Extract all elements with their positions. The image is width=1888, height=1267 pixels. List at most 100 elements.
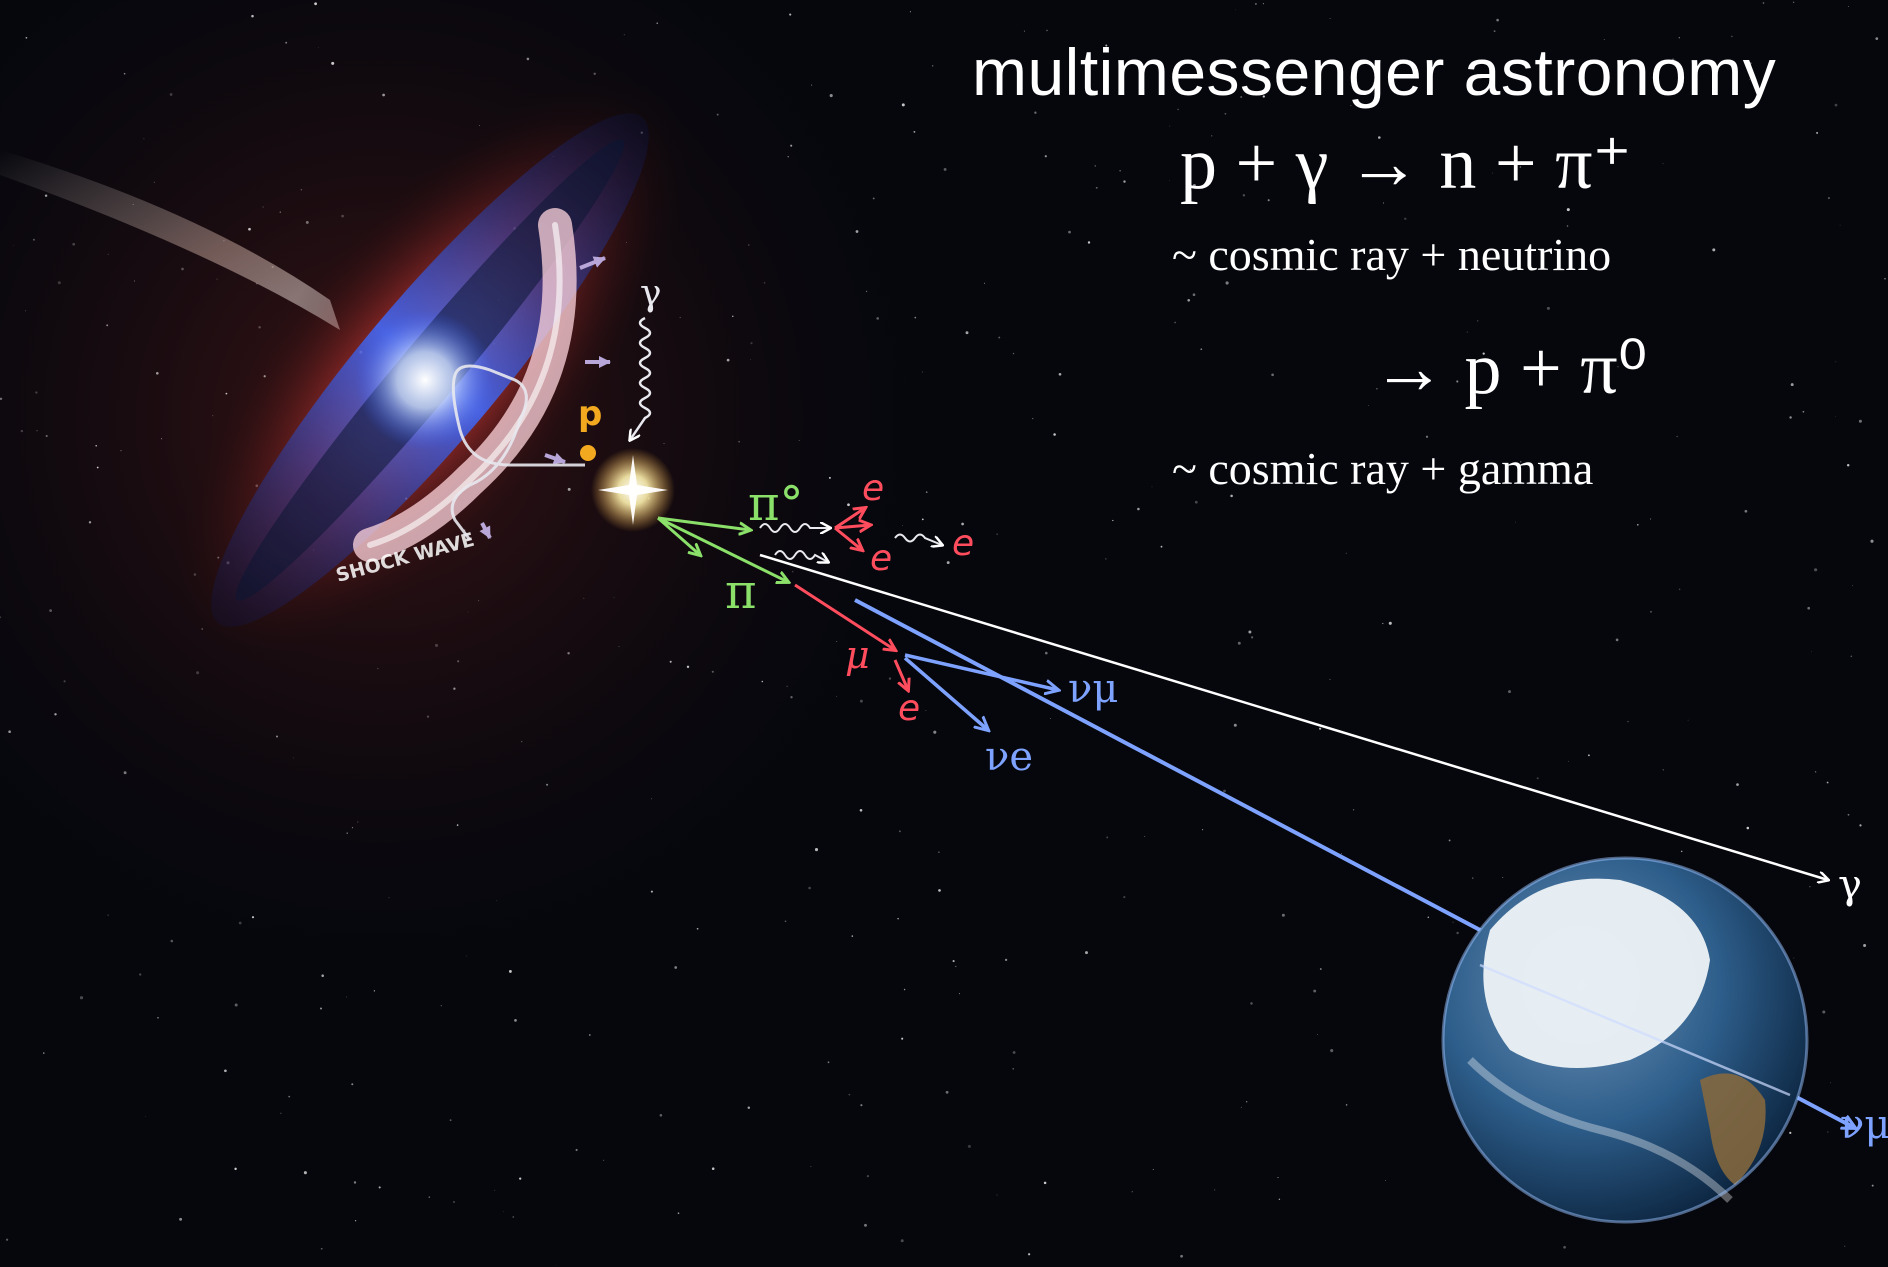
star: [747, 1106, 751, 1110]
star: [925, 491, 928, 493]
star: [1744, 509, 1748, 513]
star: [1847, 6, 1849, 7]
star: [521, 741, 523, 743]
star: [434, 643, 439, 647]
star: [1012, 352, 1015, 355]
star: [847, 503, 850, 507]
shock-arrow: [579, 256, 606, 270]
star: [876, 317, 880, 320]
star: [679, 316, 681, 319]
star: [1508, 690, 1511, 694]
star: [1514, 521, 1516, 523]
star: [1809, 886, 1811, 888]
star: [763, 281, 766, 284]
star: [1793, 957, 1795, 959]
star: [377, 667, 379, 670]
star: [1427, 916, 1430, 919]
star: [1875, 37, 1879, 40]
star: [711, 1167, 715, 1170]
star: [123, 771, 127, 775]
star: [761, 680, 764, 683]
star: [567, 652, 570, 655]
star: [133, 280, 135, 282]
star: [503, 1211, 504, 1213]
nu-mu-earth-label: νμ: [1840, 1102, 1888, 1148]
star: [258, 326, 261, 329]
star: [901, 103, 905, 107]
shock-arrow: [544, 452, 566, 465]
reaction-2: → p + π⁰: [1372, 328, 1648, 410]
star: [467, 611, 469, 613]
star: [314, 2, 317, 6]
star: [955, 965, 957, 968]
star: [1425, 435, 1429, 438]
star: [1313, 989, 1317, 993]
star: [1068, 230, 1071, 234]
star: [1105, 558, 1107, 560]
black-hole-core: [355, 310, 495, 450]
star: [96, 466, 99, 469]
south-america: [1700, 1073, 1766, 1185]
star: [320, 1247, 323, 1250]
star: [958, 993, 960, 995]
note-2: ~ cosmic ray + gamma: [1172, 443, 1594, 494]
star: [900, 1239, 904, 1243]
star: [1834, 103, 1838, 107]
star: [57, 281, 61, 285]
star: [357, 821, 359, 823]
star: [88, 521, 92, 524]
star: [836, 695, 837, 697]
star: [848, 1093, 851, 1096]
star: [378, 1186, 381, 1189]
star: [903, 988, 906, 991]
star: [519, 1177, 522, 1180]
star: [938, 851, 940, 853]
star: [145, 1115, 147, 1117]
star: [1240, 1106, 1242, 1108]
star: [1472, 877, 1474, 879]
star: [285, 41, 288, 44]
star: [1319, 968, 1322, 970]
star: [1012, 1051, 1016, 1054]
star: [1044, 155, 1047, 158]
star: [945, 1090, 949, 1094]
star: [1262, 3, 1264, 5]
star: [1568, 760, 1569, 762]
pi-plus-arrow: [657, 516, 788, 582]
star: [790, 144, 793, 147]
star: [967, 1144, 971, 1148]
star: [1277, 1176, 1279, 1179]
star: [1224, 112, 1227, 115]
star: [44, 194, 48, 197]
star: [1251, 636, 1254, 639]
star: [901, 1037, 904, 1040]
star: [1377, 136, 1381, 139]
decay-photon: [759, 524, 830, 532]
star: [1448, 839, 1451, 842]
star: [1180, 1254, 1183, 1258]
star: [300, 189, 303, 191]
star: [276, 735, 278, 738]
star: [897, 918, 899, 920]
star: [866, 290, 868, 292]
star: [79, 996, 84, 1000]
star: [922, 371, 923, 373]
star: [428, 1196, 431, 1198]
star: [961, 522, 964, 526]
star: [1736, 783, 1739, 786]
star: [1214, 1189, 1216, 1191]
electron-label-2: e: [870, 538, 892, 579]
star: [1223, 789, 1226, 793]
star: [618, 646, 620, 647]
star: [1566, 225, 1569, 227]
star: [914, 316, 917, 319]
star: [1160, 545, 1163, 548]
star: [1246, 1101, 1248, 1103]
star: [998, 336, 1001, 339]
star: [1137, 507, 1140, 511]
star: [251, 916, 255, 919]
star: [1230, 494, 1233, 498]
star: [1094, 165, 1097, 167]
star: [1267, 199, 1270, 202]
